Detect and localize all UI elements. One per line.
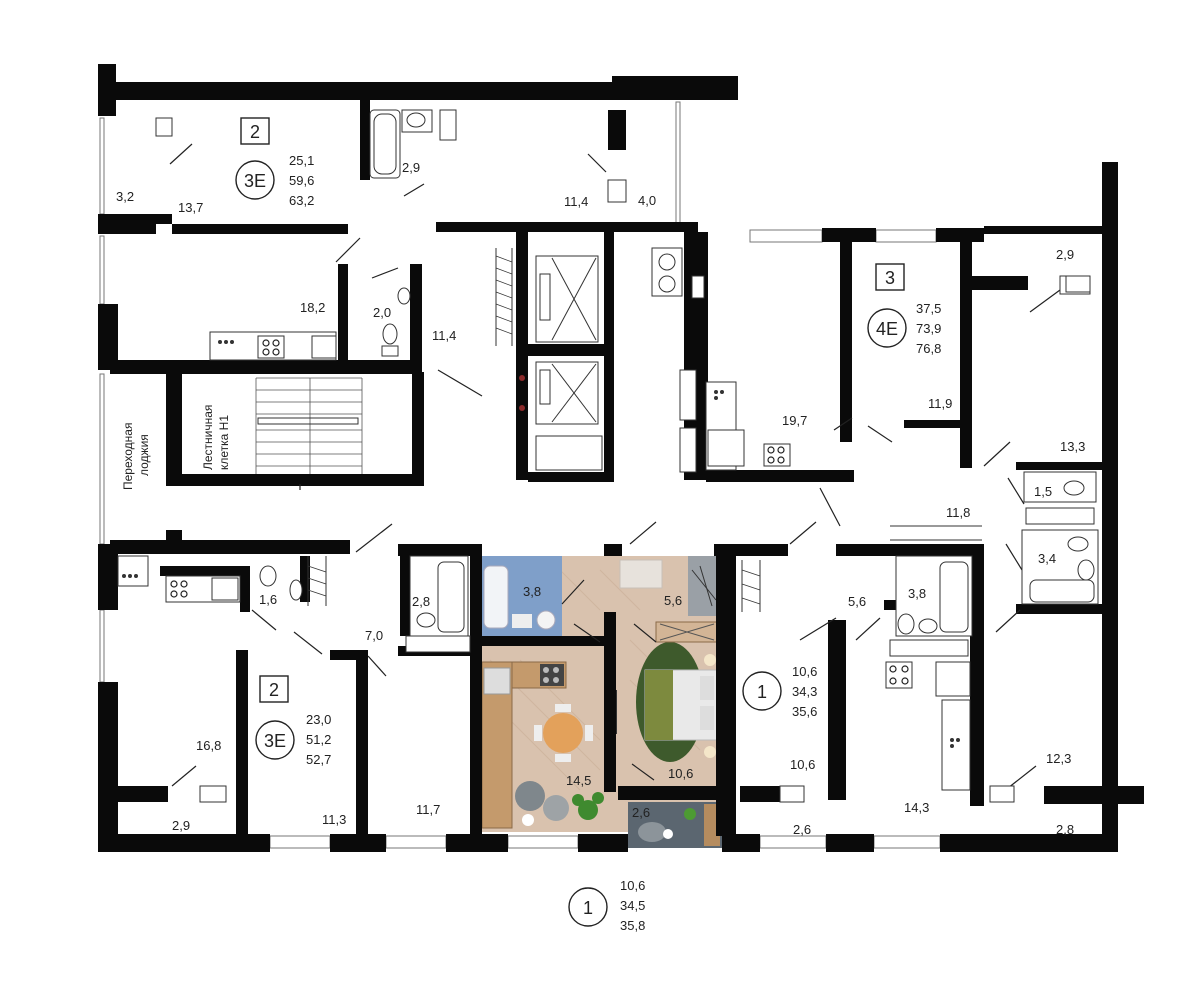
room-area: 5,6 <box>664 593 682 608</box>
room-area: 2,0 <box>373 305 391 320</box>
stair-label-line1: Лестничная <box>201 405 215 470</box>
apartment-badge-bottom-mid[interactable]: 1 10,6 34,3 35,6 <box>742 664 817 719</box>
room-area: 11,7 <box>416 802 440 817</box>
area-with-balcony: 35,6 <box>792 704 817 719</box>
room-area: 11,4 <box>564 194 588 209</box>
room-area: 2,6 <box>793 822 811 837</box>
windows <box>99 101 941 849</box>
room-area: 12,3 <box>1046 751 1071 766</box>
room-area: 2,9 <box>172 818 190 833</box>
room-area: 14,5 <box>566 773 591 788</box>
room-area: 11,4 <box>432 328 456 343</box>
door-swings <box>169 143 1061 789</box>
room-area: 1,6 <box>259 592 277 607</box>
apartment-type: 3E <box>264 731 286 751</box>
area-living: 23,0 <box>306 712 331 727</box>
room-area: 3,8 <box>908 586 926 601</box>
apartment-badge-bottom-left[interactable]: 2 3E 23,0 51,2 52,7 <box>255 675 331 767</box>
plant-icon <box>572 792 604 820</box>
dining-table <box>543 713 583 753</box>
room-area: 11,3 <box>322 812 346 827</box>
apartment-type: 4E <box>876 319 898 339</box>
room-area: 18,2 <box>300 300 325 315</box>
room-area: 16,8 <box>196 738 221 753</box>
room-count-box <box>240 117 270 145</box>
type-circle <box>235 160 275 200</box>
room-area: 4,0 <box>638 193 656 208</box>
fixtures <box>117 109 1099 803</box>
stair-label: Лестничная клетка Н1 <box>201 405 231 470</box>
apartment-type: 3E <box>244 171 266 191</box>
area-living: 10,6 <box>792 664 817 679</box>
loggia-label: Переходная лоджия <box>121 423 151 490</box>
room-area: 14,3 <box>904 800 929 815</box>
area-total: 34,5 <box>620 898 645 913</box>
loggia-label-line1: Переходная <box>121 423 135 490</box>
room-area: 7,0 <box>365 628 383 643</box>
room-area: 5,6 <box>848 594 866 609</box>
room-count: 3 <box>885 268 895 288</box>
room-count: 2 <box>269 680 279 700</box>
area-living: 37,5 <box>916 301 941 316</box>
room-area: 1,5 <box>1034 484 1052 499</box>
room-count: 1 <box>757 682 767 702</box>
area-with-balcony: 76,8 <box>916 341 941 356</box>
room-count: 1 <box>583 898 593 918</box>
area-total: 73,9 <box>916 321 941 336</box>
room-area: 19,7 <box>782 413 807 428</box>
room-area: 10,6 <box>790 757 815 772</box>
area-living: 10,6 <box>620 878 645 893</box>
wheelchair-icon <box>651 247 683 297</box>
room-area: 13,7 <box>178 200 203 215</box>
area-total: 51,2 <box>306 732 331 747</box>
apartment-badge-top-left[interactable]: 2 3E 25,1 59,6 63,2 <box>235 117 314 208</box>
area-total: 34,3 <box>792 684 817 699</box>
room-count-circle <box>742 671 782 711</box>
highlighted-apartment[interactable] <box>478 556 722 848</box>
room-area: 3,2 <box>116 189 134 204</box>
area-with-balcony: 63,2 <box>289 193 314 208</box>
room-count-circle <box>568 887 608 927</box>
loggia-label-line2: лоджия <box>137 434 151 476</box>
area-living: 25,1 <box>289 153 314 168</box>
type-circle <box>255 720 295 760</box>
room-count: 2 <box>250 122 260 142</box>
area-with-balcony: 35,8 <box>620 918 645 933</box>
area-with-balcony: 52,7 <box>306 752 331 767</box>
apartment-legend-highlighted[interactable]: 1 10,6 34,5 35,8 <box>568 878 645 933</box>
type-circle <box>867 308 907 348</box>
room-area: 3,4 <box>1038 551 1056 566</box>
apartment-badge-right-top[interactable]: 3 4E 37,5 73,9 76,8 <box>867 263 941 356</box>
room-area: 2,9 <box>1056 247 1074 262</box>
room-labels: 3,2 13,7 2,9 11,4 4,0 18,2 2,0 11,4 19,7… <box>116 160 1085 837</box>
room-count-box <box>875 263 905 291</box>
stair-label-line2: клетка Н1 <box>217 415 231 470</box>
room-area: 2,6 <box>632 805 650 820</box>
room-area: 3,8 <box>523 584 541 599</box>
room-area: 2,8 <box>412 594 430 609</box>
area-total: 59,6 <box>289 173 314 188</box>
room-area: 2,9 <box>402 160 420 175</box>
room-area: 11,8 <box>946 505 970 520</box>
room-area: 10,6 <box>668 766 693 781</box>
room-area: 2,8 <box>1056 822 1074 837</box>
room-count-box <box>259 675 289 703</box>
room-area: 11,9 <box>928 396 952 411</box>
room-area: 13,3 <box>1060 439 1085 454</box>
